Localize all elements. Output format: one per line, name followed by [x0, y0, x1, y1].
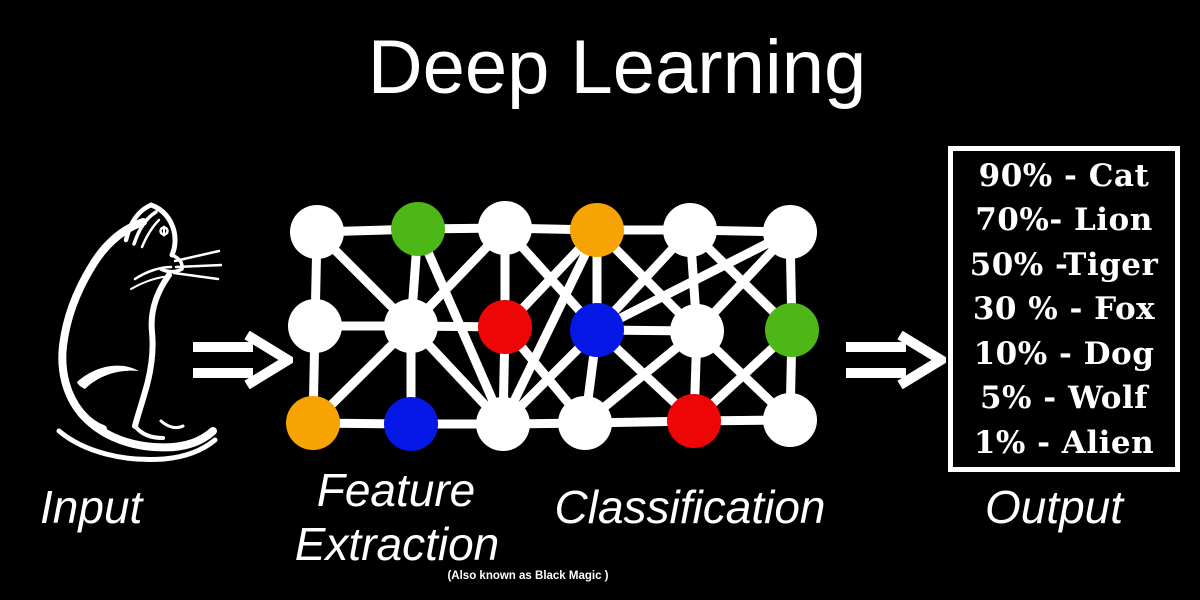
- cat-line-art: [56, 202, 222, 462]
- network-node-orange: [286, 396, 340, 450]
- network-node-white: [763, 393, 817, 447]
- input-label: Input: [40, 481, 143, 533]
- network-node-white: [476, 397, 530, 451]
- output-label: Output: [984, 481, 1124, 533]
- prediction-line: 5% - Wolf: [979, 380, 1149, 416]
- network-node-red: [667, 394, 721, 448]
- network-node-green: [391, 202, 445, 256]
- network-node-white: [288, 299, 342, 353]
- output-arrow-icon: [846, 331, 946, 389]
- input-arrow-icon: [193, 331, 293, 389]
- network-node-blue: [570, 303, 624, 357]
- network-node-white: [290, 205, 344, 259]
- network-edge: [594, 227, 793, 335]
- network-node-white: [663, 203, 717, 257]
- network-node-orange: [570, 203, 624, 257]
- classification-label: Classification: [554, 481, 826, 533]
- feature-extraction-label-line1: Feature: [316, 464, 476, 516]
- prediction-line: 10% - Dog: [973, 335, 1155, 372]
- network-node-white: [558, 396, 612, 450]
- network-edge: [498, 228, 602, 426]
- network-node-white: [384, 299, 438, 353]
- network-node-red: [478, 300, 532, 354]
- network-node-green: [765, 303, 819, 357]
- prediction-line: 50% -Tiger: [969, 246, 1159, 283]
- prediction-line: 30 % - Fox: [972, 291, 1156, 327]
- feature-extraction-label-line2: Extraction: [294, 518, 500, 570]
- prediction-line: 90% - Cat: [978, 157, 1150, 194]
- page-title: Deep Learning: [367, 25, 867, 110]
- network-node-white: [763, 205, 817, 259]
- network-node-blue: [384, 397, 438, 451]
- network-edge: [413, 227, 508, 426]
- network-node-white: [478, 201, 532, 255]
- prediction-line: 1% - Alien: [973, 424, 1155, 461]
- output-predictions-box: 90% - Cat 70%- Lion 50% -Tiger 30 % - Fo…: [948, 146, 1180, 472]
- prediction-line: 70%- Lion: [975, 202, 1153, 238]
- subtitle-caption: (Also known as Black Magic ): [447, 570, 609, 582]
- network-node-white: [670, 304, 724, 358]
